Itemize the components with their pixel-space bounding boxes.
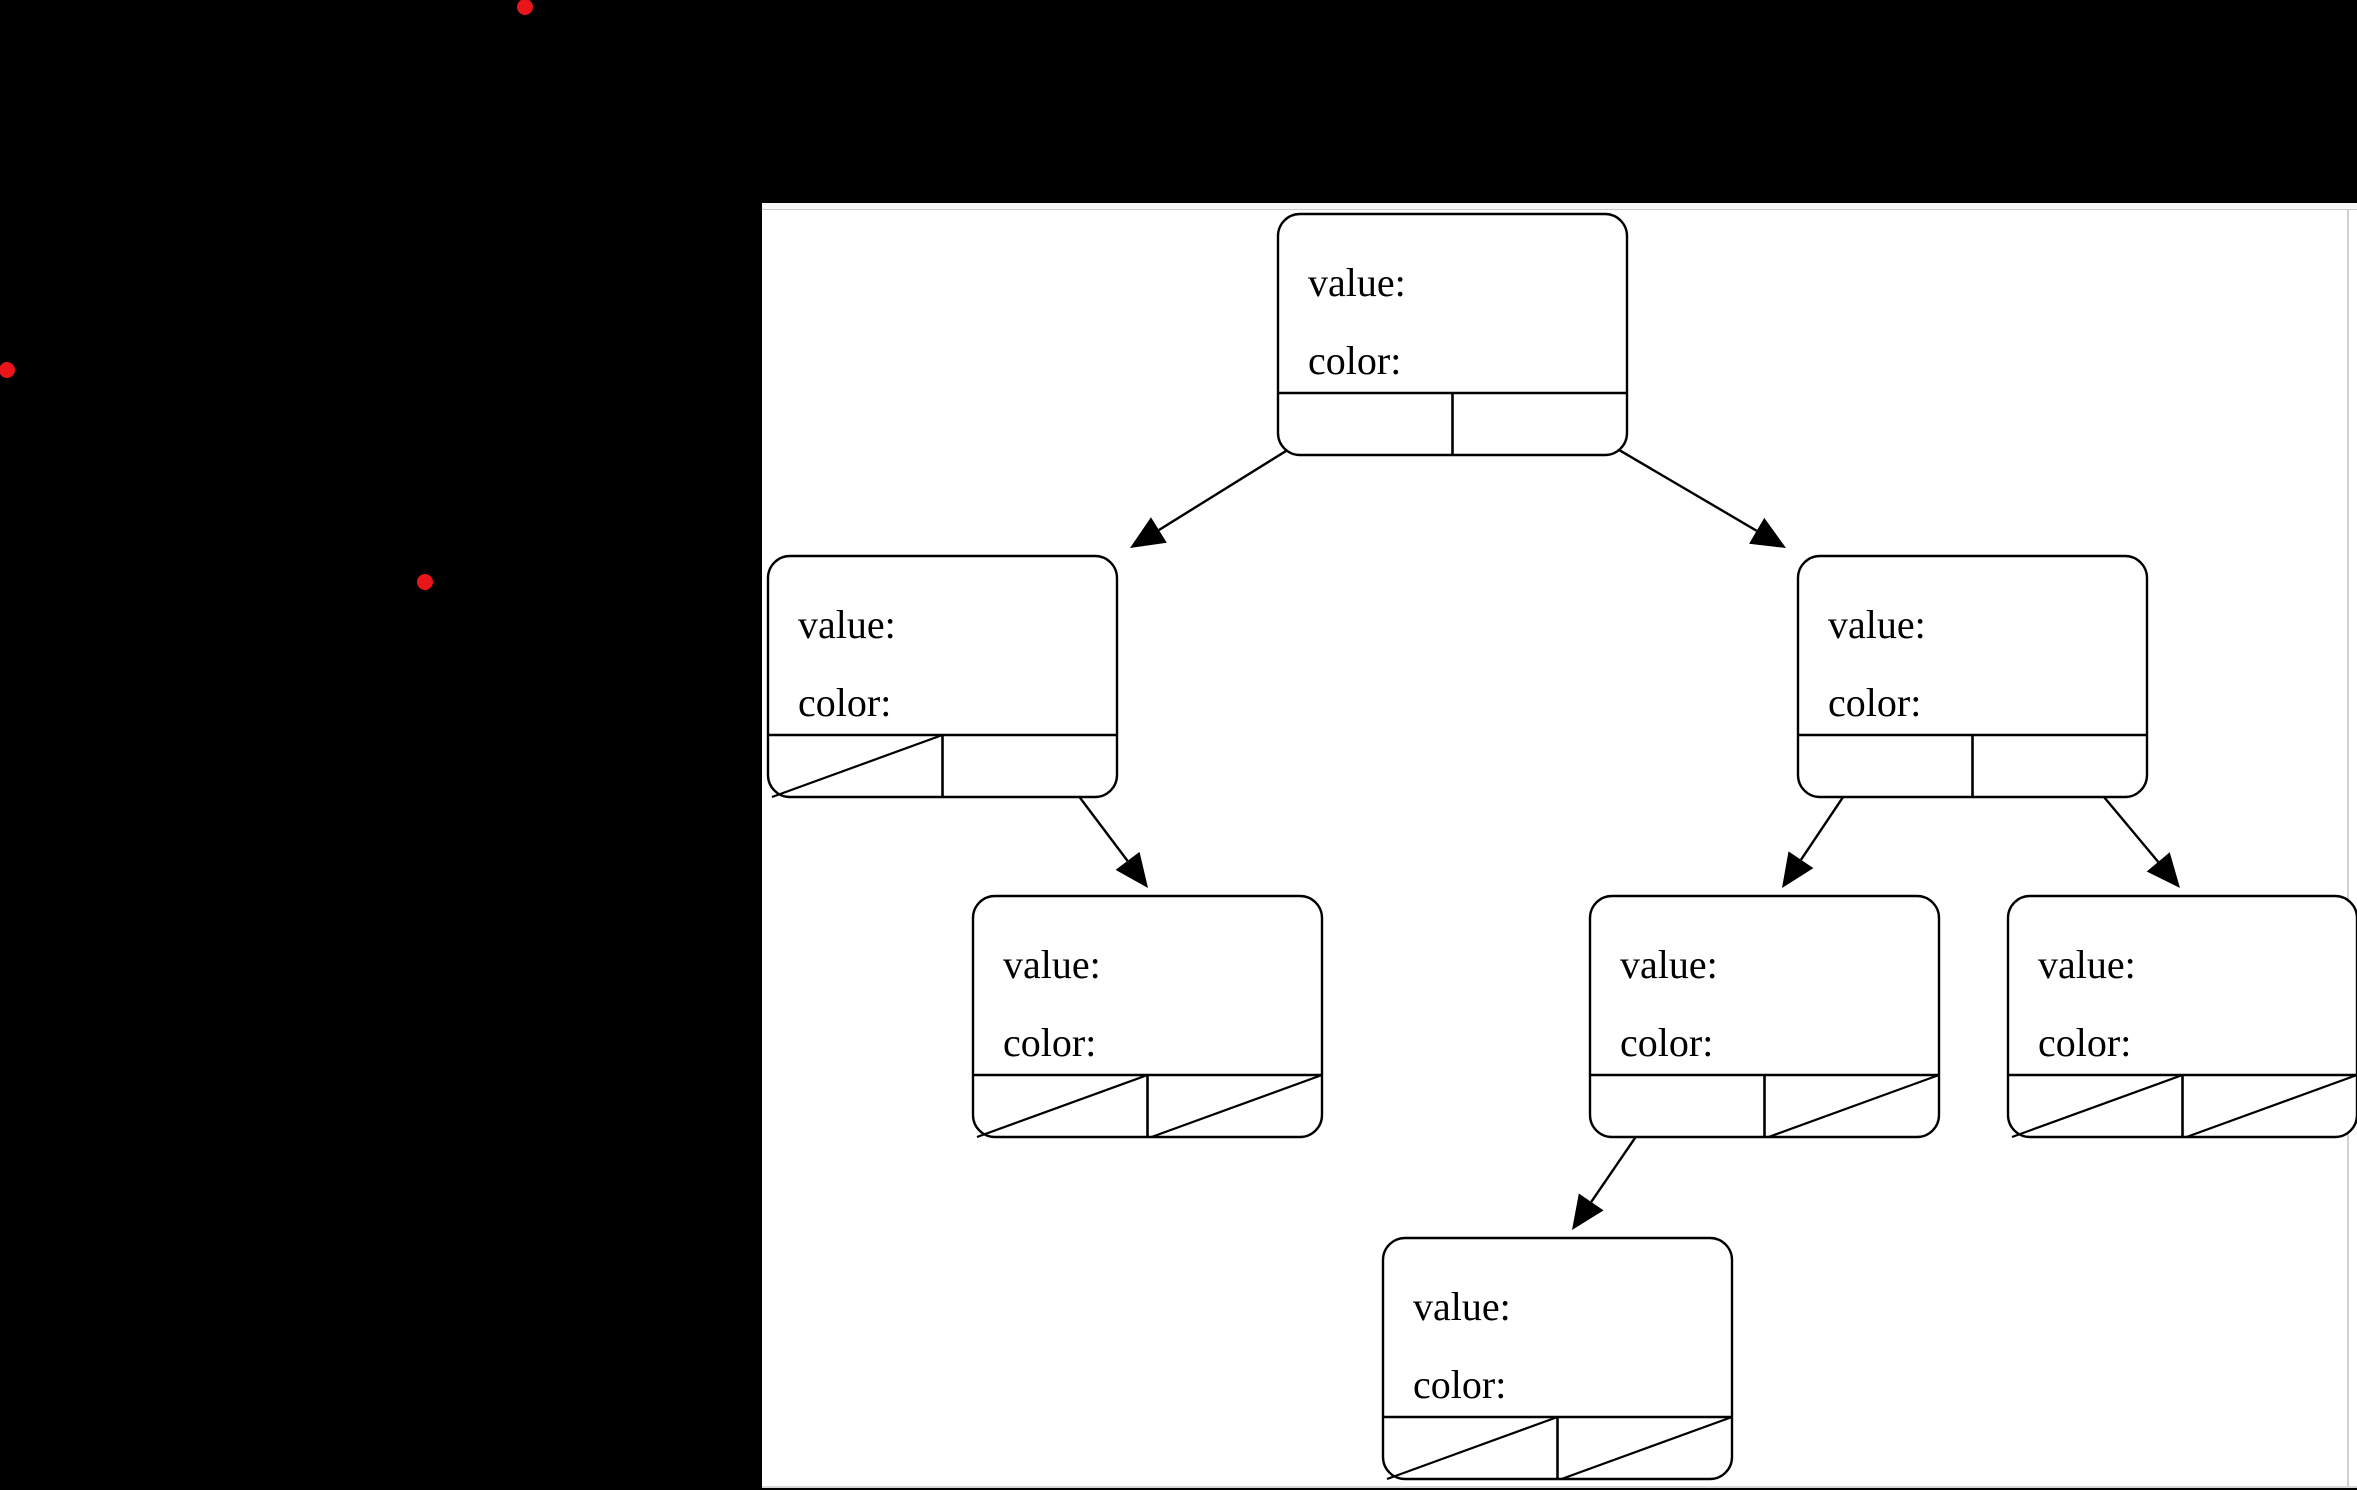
panel-right-edge xyxy=(2347,209,2349,1488)
edge-right-child-to-right-grandchild-arrowhead-icon xyxy=(2146,852,2180,888)
marker-left-dot xyxy=(0,362,15,378)
edge-root-to-right-child-arrowhead-icon xyxy=(1749,517,1786,548)
marker-middle-dot xyxy=(417,574,433,590)
tree-node-deepest[interactable]: value: color: xyxy=(1381,1236,1734,1481)
tree-node-right-right-grandchild-right-null-slash-icon xyxy=(2186,1073,2357,1139)
tree-node-right-left-grandchild-value-label: value: xyxy=(1620,942,1718,987)
tree-node-right-left-grandchild-color-label: color: xyxy=(1620,1020,1713,1065)
tree-node-left-child[interactable]: value: color: xyxy=(766,554,1119,799)
tree-node-root[interactable]: value: color: xyxy=(1276,212,1629,457)
tree-node-left-child-value-label: value: xyxy=(798,602,896,647)
tree-node-right-child[interactable]: value: color: xyxy=(1796,554,2149,799)
tree-node-left-right-grandchild[interactable]: value: color: xyxy=(971,894,1324,1139)
tree-node-left-right-grandchild-color-label: color: xyxy=(1003,1020,1096,1065)
tree-node-right-child-value-label: value: xyxy=(1828,602,1926,647)
tree-node-right-right-grandchild[interactable]: value: color: xyxy=(2006,894,2357,1139)
tree-node-left-right-grandchild-left-null-slash-icon xyxy=(976,1073,1148,1139)
edge-left-child-to-grandchild-arrowhead-icon xyxy=(1115,851,1148,888)
tree-node-left-right-grandchild-value-label: value: xyxy=(1003,942,1101,987)
panel-top-chrome xyxy=(762,203,2357,210)
tree-node-deepest-right-null-slash-icon xyxy=(1561,1415,1733,1481)
tree-node-left-child-left-null-slash-icon xyxy=(771,733,943,799)
tree-node-deepest-value-label: value: xyxy=(1413,1284,1511,1329)
edge-root-to-left-child-arrowhead-icon xyxy=(1130,517,1167,548)
tree-node-right-left-grandchild-right-null-slash-icon xyxy=(1768,1073,1940,1139)
edge-right-child-to-left-grandchild-arrowhead-icon xyxy=(1782,851,1814,888)
tree-node-left-right-grandchild-right-null-slash-icon xyxy=(1151,1073,1323,1139)
tree-node-deepest-left-null-slash-icon xyxy=(1386,1415,1558,1481)
tree-node-right-left-grandchild[interactable]: value: color: xyxy=(1588,894,1941,1139)
panel-bottom-edge xyxy=(762,1486,2357,1488)
marker-top-dot xyxy=(517,0,533,15)
edge-right-left-grandchild-to-deepest-arrowhead-icon xyxy=(1572,1193,1604,1230)
tree-node-right-child-color-label: color: xyxy=(1828,680,1921,725)
tree-node-deepest-color-label: color: xyxy=(1413,1362,1506,1407)
tree-diagram: value:color:value:color:value:color:valu… xyxy=(766,212,2357,1481)
tree-node-left-child-color-label: color: xyxy=(798,680,891,725)
tree-node-root-value-label: value: xyxy=(1308,260,1406,305)
tree-node-right-right-grandchild-color-label: color: xyxy=(2038,1020,2131,1065)
tree-nodes: value:color:value:color:value:color:valu… xyxy=(766,212,2357,1481)
tree-node-root-color-label: color: xyxy=(1308,338,1401,383)
diagram-panel[interactable]: value:color:value:color:value:color:valu… xyxy=(762,203,2357,1488)
tree-node-right-right-grandchild-value-label: value: xyxy=(2038,942,2136,987)
tree-node-right-right-grandchild-left-null-slash-icon xyxy=(2011,1073,2183,1139)
